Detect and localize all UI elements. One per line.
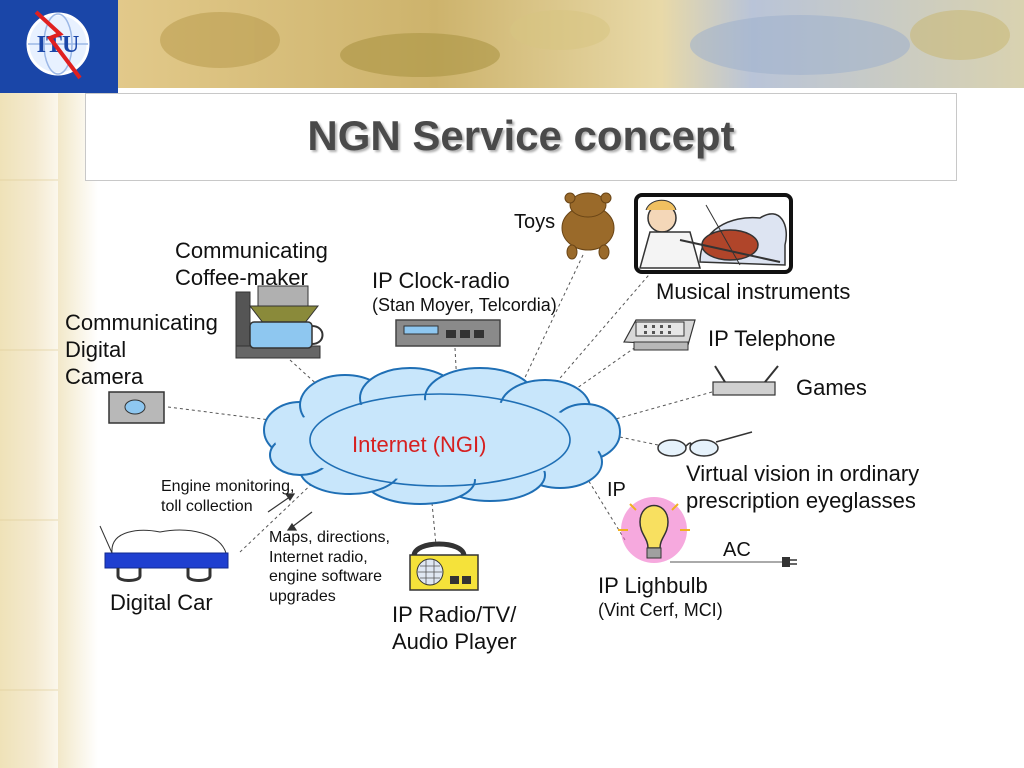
digital-car-icon <box>99 525 229 582</box>
title-box: NGN Service concept <box>85 93 957 181</box>
line-eyeglasses <box>609 434 659 446</box>
ip-lightbulb-label: IP Lighbulb (Vint Cerf, MCI) <box>598 573 723 620</box>
games-label: Games <box>796 375 867 400</box>
ip-telephone-icon <box>623 319 696 351</box>
game-console-icon <box>712 365 779 396</box>
toys-label: Toys <box>514 211 556 233</box>
digital-car-label: Digital Car <box>110 590 213 615</box>
digital-camera-label: Communicating Digital Camera <box>65 310 218 389</box>
coffee-maker-icon <box>235 285 324 359</box>
engine-monitoring-label: Engine monitoring, toll collection <box>161 478 295 515</box>
line-radio <box>431 502 437 546</box>
violinist-icon <box>634 193 793 274</box>
digital-camera-icon <box>108 391 165 424</box>
ip-label: IP <box>607 479 626 501</box>
coffee-maker-label: Communicating Coffee-maker <box>175 238 328 290</box>
line-telephone <box>559 343 641 401</box>
eyeglasses-icon <box>657 431 753 457</box>
lightbulb-icon <box>618 497 797 567</box>
page-title: NGN Service concept <box>307 112 735 159</box>
eyeglasses-label: Virtual vision in ordinary prescription … <box>686 461 920 513</box>
ip-telephone-label: IP Telephone <box>708 326 836 351</box>
clock-radio-icon <box>395 319 501 347</box>
musical-instruments-label: Musical instruments <box>656 279 851 304</box>
line-toys <box>519 254 584 389</box>
ac-label: AC <box>723 539 751 561</box>
internet-ngi-label: Internet (NGI) <box>352 432 487 457</box>
arrow-icons <box>267 493 313 531</box>
line-games <box>604 391 713 423</box>
itu-logo: ITU <box>26 10 90 80</box>
clock-radio-label: IP Clock-radio (Stan Moyer, Telcordia) <box>372 268 557 315</box>
teddy-bear-icon <box>561 192 615 260</box>
maps-directions-label: Maps, directions, Internet radio, engine… <box>269 529 390 605</box>
ip-radio-icon <box>409 541 479 591</box>
line-music <box>547 261 661 393</box>
ip-radio-label: IP Radio/TV/ Audio Player <box>392 602 517 654</box>
line-camera <box>167 406 271 421</box>
